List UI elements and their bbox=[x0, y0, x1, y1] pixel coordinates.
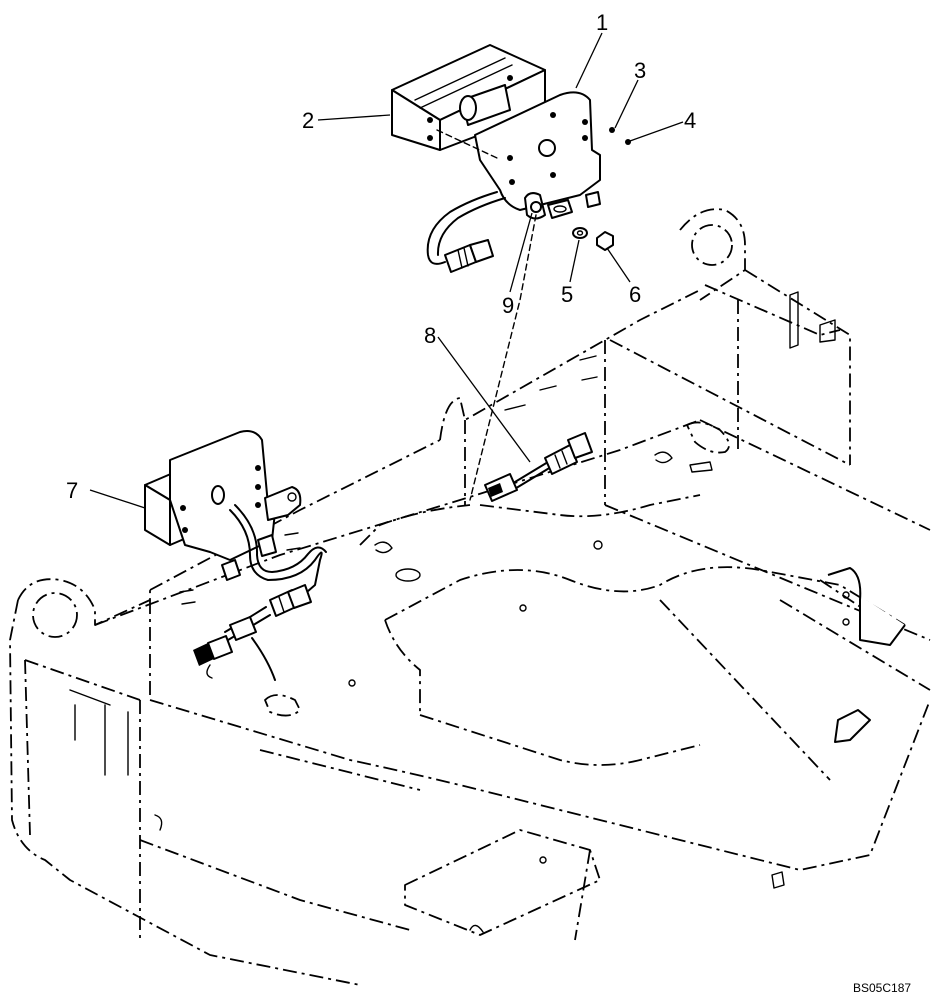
callout-9: 9 bbox=[502, 293, 514, 318]
harness-connector bbox=[484, 432, 593, 502]
callouts: 1 2 3 4 5 6 7 8 9 bbox=[66, 10, 696, 503]
callout-4: 4 bbox=[684, 108, 696, 133]
loader-frame bbox=[9, 208, 931, 986]
callout-1: 1 bbox=[596, 10, 608, 35]
lower-work-light bbox=[144, 430, 327, 681]
callout-8: 8 bbox=[424, 323, 436, 348]
leader-lines bbox=[89, 32, 684, 509]
callout-7: 7 bbox=[66, 478, 78, 503]
upper-work-light bbox=[391, 44, 631, 501]
callout-3: 3 bbox=[634, 58, 646, 83]
callout-5: 5 bbox=[561, 282, 573, 307]
callout-2: 2 bbox=[302, 108, 314, 133]
callout-6: 6 bbox=[629, 282, 641, 307]
frame-hardware bbox=[69, 291, 906, 933]
figure-code: BS05C187 bbox=[853, 981, 911, 995]
